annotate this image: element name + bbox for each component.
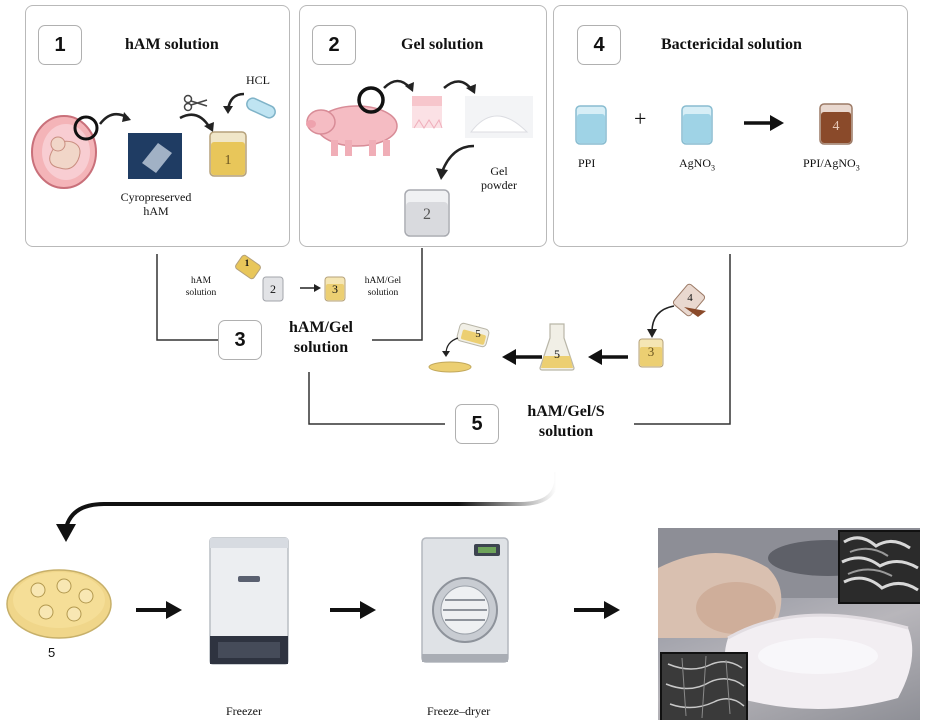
title-ham-gel-solution: hAM/Gel solution <box>266 318 376 358</box>
gel-powder-icon <box>465 96 533 138</box>
curved-arrow-icon <box>436 144 475 180</box>
plus-sign: + <box>634 106 647 131</box>
sem-texture-bottom <box>665 655 745 719</box>
label-text: PPI/AgNO <box>803 156 856 170</box>
sem-texture-top <box>841 536 919 592</box>
pouring-beaker-5-label: 5 <box>475 328 481 340</box>
pig-illustration <box>306 105 398 156</box>
label-line: hAM <box>190 276 212 286</box>
small-beaker-3 <box>324 276 346 302</box>
selection-circle-icon <box>73 115 99 141</box>
label-line: Gel <box>490 164 508 178</box>
erlenmeyer-flask-5 <box>539 323 575 371</box>
sem-inset-top <box>838 530 920 604</box>
label-line: solution <box>367 288 399 298</box>
selection-circle-icon <box>357 86 385 114</box>
title-line: hAM/Gel <box>289 319 353 336</box>
curved-arrow-icon <box>442 337 459 357</box>
sem-inset-bottom <box>660 652 748 720</box>
scaffold-photo <box>658 528 920 720</box>
panel-title-bactericidal-solution: Bactericidal solution <box>661 36 802 53</box>
title-line: solution <box>293 339 349 356</box>
beaker-2-label: 2 <box>423 206 431 223</box>
pouring-beaker-5 <box>456 322 490 348</box>
beaker-1 <box>209 131 247 177</box>
freeze-dryer-icon <box>421 537 509 663</box>
beaker-4 <box>819 103 853 145</box>
skin-tissue-icon <box>412 96 443 129</box>
label-ppi: PPI <box>578 156 596 170</box>
curved-arrow-icon <box>383 79 414 92</box>
arrow-icon <box>744 115 784 131</box>
petri-dish-large <box>6 569 112 639</box>
label-line: solution <box>185 288 217 298</box>
title-line: hAM/Gel/S <box>527 403 605 420</box>
panel-title-ham-solution: hAM solution <box>125 36 219 53</box>
curved-arrow-icon <box>647 305 675 338</box>
arrow-icon <box>330 601 376 619</box>
curved-arrow-icon <box>223 92 245 114</box>
step-number-2: 2 <box>312 25 356 65</box>
hcl-tube-icon <box>246 97 276 119</box>
flask-5-label: 5 <box>554 347 560 361</box>
small-beaker-2 <box>262 276 284 302</box>
step-number-3: 3 <box>218 320 262 360</box>
label-freezer: Freezer <box>226 704 262 718</box>
arrow-icon <box>588 349 628 365</box>
beaker-3-gold-label: 3 <box>647 344 655 359</box>
label-text: AgNO <box>679 156 711 170</box>
title-ham-gel-s-solution: hAM/Gel/S solution <box>506 402 626 442</box>
title-line: solution <box>538 423 594 440</box>
curved-arrow-icon <box>179 113 214 132</box>
scaffold-photo-content <box>658 528 920 709</box>
panel-title-gel-solution: Gel solution <box>401 36 484 53</box>
label-cryopreserved-ham: Cyropreserved hAM <box>108 190 204 218</box>
curved-arrow-icon <box>99 112 131 125</box>
beaker-1-label: 1 <box>224 153 232 168</box>
beaker-2 <box>404 189 450 237</box>
label-dish-5: 5 <box>48 645 56 660</box>
beaker-4-label: 4 <box>832 119 840 134</box>
label-gel-powder: Gel powder <box>468 164 530 192</box>
scissors-icon <box>183 94 208 112</box>
curved-arrow-icon <box>443 80 476 94</box>
label-agno3: AgNO3 <box>679 156 715 175</box>
label-freeze-dryer: Freeze–dryer <box>427 704 491 718</box>
arrow-icon <box>136 601 182 619</box>
subscript: 3 <box>855 163 860 173</box>
step-number-1: 1 <box>38 25 82 65</box>
uterus-illustration <box>31 115 97 189</box>
small-beaker-2-label: 2 <box>270 282 276 296</box>
arrow-icon <box>574 601 620 619</box>
beaker-3-gold <box>638 338 664 368</box>
label-line: Cyropreserved <box>120 190 192 204</box>
pouring-beaker-4 <box>672 283 706 317</box>
subscript: 3 <box>711 163 715 173</box>
arrow-icon <box>502 349 542 365</box>
label-ppi-agno3: PPI/AgNO3 <box>803 156 860 175</box>
pouring-beaker-4-label: 4 <box>687 292 693 304</box>
petri-dish-small <box>428 361 472 373</box>
label-line: powder <box>481 178 517 192</box>
freezer-icon <box>209 537 289 665</box>
small-beaker-3-label: 3 <box>332 282 338 296</box>
beaker-agno3 <box>681 105 713 145</box>
step-number-4: 4 <box>577 25 621 65</box>
label-ham-gel-solution-small: hAM/Gel solution <box>355 275 411 299</box>
step-number-5: 5 <box>455 404 499 444</box>
pouring-beaker-1 <box>235 254 261 280</box>
label-line: hAM/Gel <box>364 276 402 286</box>
ham-tissue-square <box>128 133 182 179</box>
label-line: hAM <box>143 204 169 218</box>
beaker-ppi <box>575 105 607 145</box>
arrow-icon <box>300 284 321 292</box>
label-ham-solution-small: hAM solution <box>176 275 226 299</box>
label-hcl: HCL <box>246 73 270 87</box>
pouring-beaker-1-label: 1 <box>244 259 250 269</box>
